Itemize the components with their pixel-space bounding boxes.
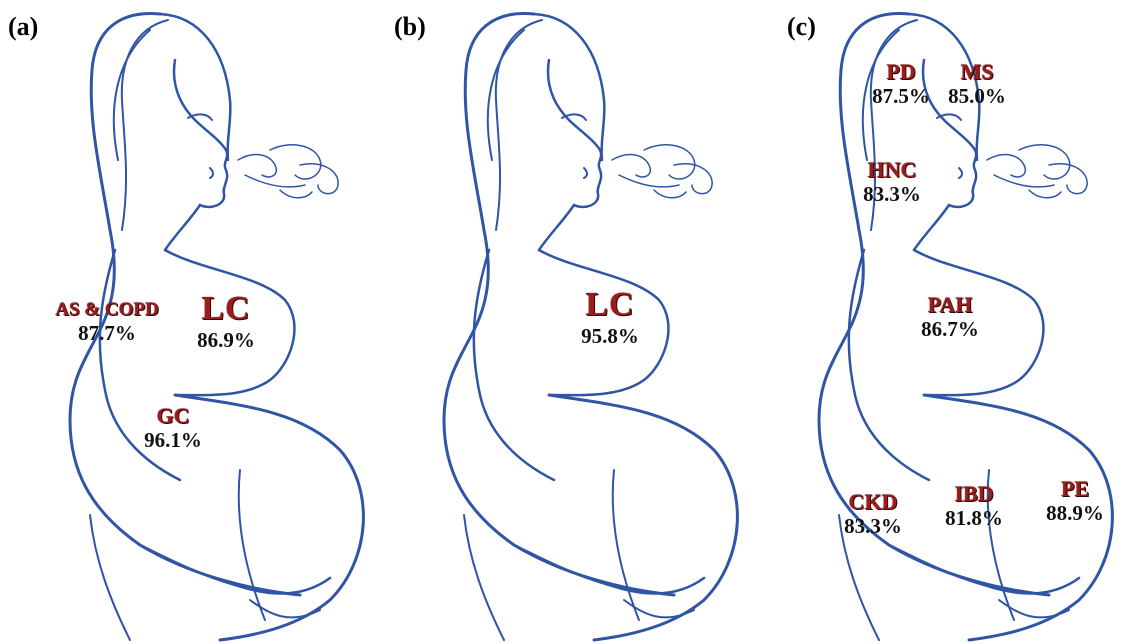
accuracy-percent: 87.5% bbox=[872, 85, 930, 107]
annotation-ms: MS 85.0% bbox=[948, 60, 1006, 107]
disease-name: MS bbox=[948, 60, 1006, 83]
disease-name: CKD bbox=[844, 490, 902, 513]
pregnant-woman-illustration bbox=[374, 0, 748, 644]
annotation-lc: LC 95.8% bbox=[581, 287, 639, 347]
disease-name: AS & COPD bbox=[55, 300, 158, 320]
panel-a: (a) AS & COPD 87.7% LC 86.9% GC 96.1% bbox=[0, 0, 374, 644]
annotation-ckd: CKD 83.3% bbox=[844, 490, 902, 537]
annotation-gc: GC 96.1% bbox=[144, 404, 202, 451]
panel-label: (b) bbox=[394, 12, 426, 42]
disease-name: LC bbox=[581, 287, 639, 323]
disease-name: PE bbox=[1046, 477, 1104, 500]
annotation-lc: LC 86.9% bbox=[197, 291, 255, 351]
disease-name: LC bbox=[197, 291, 255, 327]
accuracy-percent: 81.8% bbox=[945, 507, 1003, 529]
panel-b: (b) LC 95.8% bbox=[374, 0, 748, 644]
accuracy-percent: 96.1% bbox=[144, 429, 202, 451]
disease-name: PAH bbox=[921, 293, 979, 316]
accuracy-percent: 83.3% bbox=[863, 183, 921, 205]
disease-name: IBD bbox=[945, 482, 1003, 505]
disease-name: HNC bbox=[863, 158, 921, 181]
annotation-pah: PAH 86.7% bbox=[921, 293, 979, 340]
disease-name: PD bbox=[872, 60, 930, 83]
accuracy-percent: 86.9% bbox=[197, 329, 255, 351]
annotation-ibd: IBD 81.8% bbox=[945, 482, 1003, 529]
accuracy-percent: 87.7% bbox=[55, 322, 158, 344]
accuracy-percent: 85.0% bbox=[948, 85, 1006, 107]
accuracy-percent: 86.7% bbox=[921, 318, 979, 340]
accuracy-percent: 95.8% bbox=[581, 325, 639, 347]
panel-c: (c) PD 87.5% MS 85.0% HNC 83.3% PAH 86.7… bbox=[749, 0, 1123, 644]
annotation-pd: PD 87.5% bbox=[872, 60, 930, 107]
accuracy-percent: 83.3% bbox=[844, 515, 902, 537]
accuracy-percent: 88.9% bbox=[1046, 502, 1104, 524]
annotation-pe: PE 88.9% bbox=[1046, 477, 1104, 524]
annotation-hnc: HNC 83.3% bbox=[863, 158, 921, 205]
disease-name: GC bbox=[144, 404, 202, 427]
annotation-as-copd: AS & COPD 87.7% bbox=[55, 300, 158, 344]
panel-label: (a) bbox=[8, 12, 38, 42]
panel-label: (c) bbox=[787, 12, 816, 42]
